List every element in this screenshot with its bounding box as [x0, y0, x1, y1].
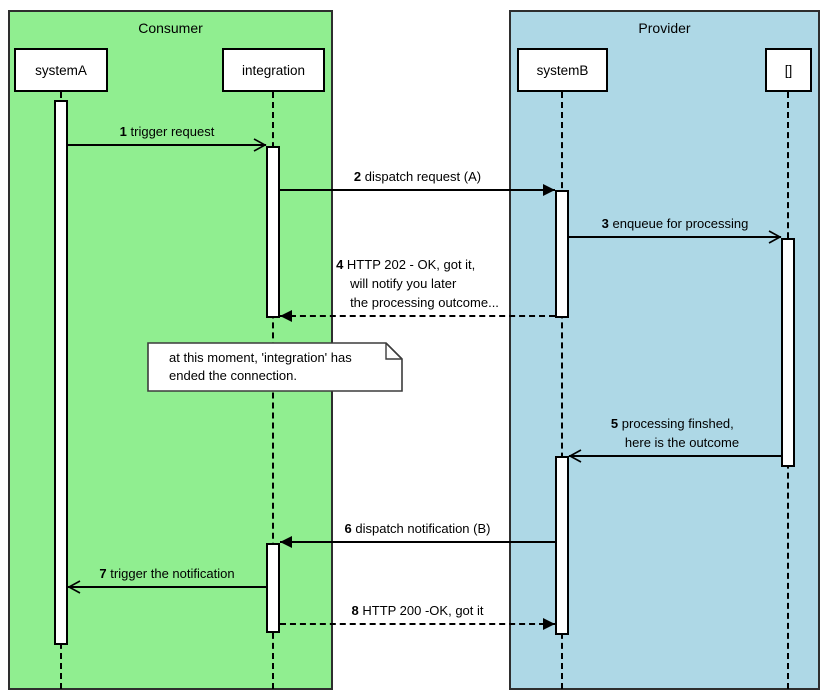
- note-shape: [147, 342, 403, 392]
- message-1: 1 trigger request: [68, 122, 267, 152]
- message-7-line: [68, 586, 266, 588]
- open-arrowhead-icon: [768, 230, 782, 244]
- activation-systemB-1: [555, 190, 569, 318]
- message-6: 6 dispatch notification (B): [280, 519, 555, 548]
- activation-queue: [781, 238, 795, 467]
- message-4-line: [280, 315, 555, 317]
- actor-queue-label: []: [784, 62, 793, 78]
- message-2-line: [280, 189, 555, 191]
- frame-consumer-title: Consumer: [138, 20, 203, 36]
- activation-integration-1: [266, 146, 280, 318]
- message-6-label: 6 dispatch notification (B): [344, 521, 491, 536]
- open-arrowhead-icon: [67, 580, 81, 594]
- message-8: 8 HTTP 200 -OK, got it: [280, 601, 555, 630]
- open-arrowhead-icon: [253, 138, 267, 152]
- actor-queue: []: [765, 48, 812, 92]
- activation-systemA: [54, 100, 68, 645]
- message-3-line: [569, 236, 781, 238]
- activation-integration-2: [266, 543, 280, 633]
- message-3: 3 enqueue for processing: [569, 214, 782, 244]
- open-arrowhead-icon: [568, 449, 582, 463]
- actor-integration: integration: [222, 48, 325, 92]
- frame-provider-title: Provider: [638, 20, 691, 36]
- filled-arrowhead-icon: [543, 618, 555, 630]
- message-2-label: 2 dispatch request (A): [353, 169, 482, 184]
- message-8-label: 8 HTTP 200 -OK, got it: [351, 603, 484, 618]
- message-1-label: 1 trigger request: [119, 124, 215, 139]
- note-text: at this moment, 'integration' has ended …: [169, 350, 352, 383]
- message-1-line: [68, 144, 266, 146]
- message-7-label: 7 trigger the notification: [99, 566, 235, 581]
- actor-systemA-label: systemA: [35, 62, 87, 78]
- actor-systemB-label: systemB: [536, 62, 589, 78]
- filled-arrowhead-icon: [280, 310, 292, 322]
- message-4-label: 4 HTTP 202 - OK, got it, will notify you…: [336, 257, 499, 310]
- actor-integration-label: integration: [241, 62, 306, 78]
- note: at this moment, 'integration' has ended …: [147, 342, 403, 392]
- message-2: 2 dispatch request (A): [280, 167, 555, 196]
- message-5-label: 5 processing finshed, here is the outcom…: [610, 416, 740, 450]
- message-7: 7 trigger the notification: [67, 564, 266, 594]
- message-5-line: [569, 455, 781, 457]
- actor-systemA: systemA: [14, 48, 108, 92]
- activation-systemB-2: [555, 456, 569, 635]
- message-8-line: [280, 623, 555, 625]
- filled-arrowhead-icon: [280, 536, 292, 548]
- message-4: 4 HTTP 202 - OK, got it, will notify you…: [280, 255, 555, 322]
- lifeline-systemB: [561, 92, 563, 689]
- actor-systemB: systemB: [517, 48, 608, 92]
- message-3-label: 3 enqueue for processing: [601, 216, 749, 231]
- message-6-line: [280, 541, 555, 543]
- message-5: 5 processing finshed, here is the outcom…: [568, 413, 781, 463]
- filled-arrowhead-icon: [543, 184, 555, 196]
